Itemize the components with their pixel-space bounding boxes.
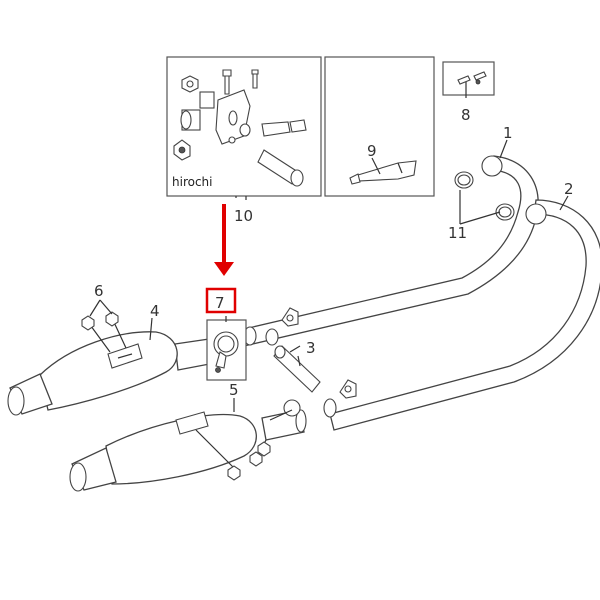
- label-part-1: 1: [503, 124, 513, 142]
- label-part-4: 4: [150, 302, 160, 320]
- inset-box-mount-hardware: [166, 56, 322, 197]
- inset-box-screws: [442, 61, 495, 96]
- label-part-5: 5: [229, 381, 239, 399]
- muffler-upper: [7, 331, 223, 416]
- exhaust-pipe-upper: [239, 155, 539, 347]
- exhaust-pipe-lower: [329, 199, 600, 431]
- highlight-box-7: [205, 287, 237, 314]
- label-part-8: 8: [461, 106, 471, 124]
- label-part-3: 3: [306, 339, 316, 357]
- clamp-7: [206, 319, 247, 381]
- label-part-6: 6: [94, 282, 104, 300]
- label-part-7: 7: [215, 294, 225, 312]
- watermark-text: hirochi: [172, 175, 213, 189]
- muffler-lower: [69, 399, 307, 492]
- label-part-11: 11: [448, 224, 467, 242]
- highlight-callout: [205, 204, 237, 314]
- inset-box-grease: [324, 56, 435, 197]
- muffler-bolts: [81, 311, 127, 353]
- label-part-9: 9: [367, 142, 377, 160]
- label-part-2: 2: [564, 180, 574, 198]
- label-part-10: 10: [234, 207, 253, 225]
- leader-lines: [89, 82, 569, 412]
- joint-tube: [265, 328, 321, 393]
- lower-mount-bolts: [195, 429, 271, 481]
